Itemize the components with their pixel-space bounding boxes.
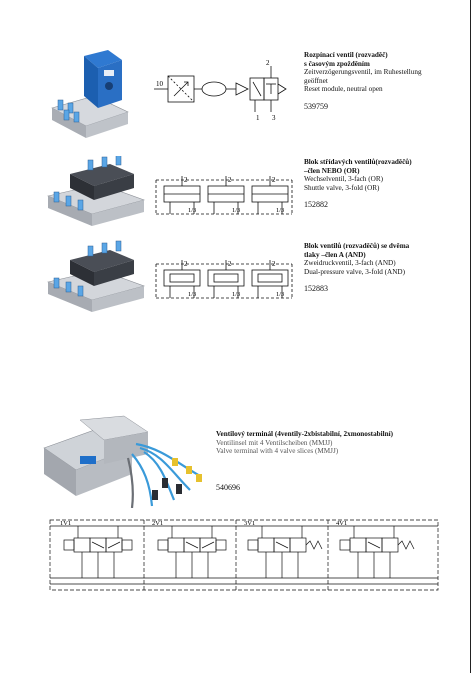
valve-label-3v1: 3V1 (244, 520, 255, 527)
port-2-label: 2 (272, 176, 276, 184)
entry-title-line: Rozpínací ventil (rozvaděč) (304, 51, 388, 59)
entry-desc-line: Dual-pressure valve, 3-fold (AND) (304, 267, 405, 276)
part-number: 152882 (304, 200, 328, 210)
entry-desc-line: Shuttle valve, 3-fold (OR) (304, 183, 380, 192)
port-1-3-label: 1/3 (276, 207, 284, 214)
port-2-label: 2 (184, 176, 188, 184)
valve-label-4v1: 4V1 (336, 520, 347, 527)
port-10-label: 10 (156, 80, 164, 88)
entry-desc-line: Zweidruckventil, 3-fach (AND) (304, 259, 396, 268)
reset-module-photo (51, 50, 129, 138)
entry-title-line: tlaky –člen A (AND) (304, 250, 366, 259)
port-1-3-label: 1/3 (188, 207, 196, 214)
entry-desc-line: Wechselventil, 3-fach (OR) (304, 175, 384, 184)
part-number: 539759 (304, 101, 328, 111)
shuttle-valve-symbol: 2 2 2 1/3 1/3 1/3 (155, 176, 293, 215)
entry-reset-module-text: Rozpínací ventil (rozvaděč) s časovým zp… (304, 51, 469, 112)
valve-terminal-photo (43, 415, 202, 508)
part-number: 540696 (216, 483, 240, 492)
port-1-label: 1 (256, 114, 260, 122)
entry-valve-terminal-text: Ventilový terminál (4ventily-2xbistabiln… (216, 430, 466, 456)
dual-pressure-symbol: 2 2 2 1/3 1/3 1/3 (155, 260, 293, 299)
port-3-label: 3 (272, 114, 276, 122)
port-2-label: 2 (228, 260, 232, 268)
dual-pressure-block-photo (47, 240, 145, 312)
entry-shuttle-valve-text: Blok střídavých ventilů(rozvaděčů) –člen… (304, 158, 469, 210)
valve-terminal-symbol: 1V1 2V1 3V1 4V1 (49, 519, 439, 591)
valve-label-2v1: 2V1 (152, 520, 163, 527)
port-1-3-label: 1/3 (276, 291, 284, 298)
port-2-label: 2 (272, 260, 276, 268)
entry-dual-pressure-text: Blok ventilů (rozvaděčů) se dvěma tlaky … (304, 242, 469, 294)
entry-title-line: –člen NEBO (OR) (304, 166, 360, 175)
port-2-label: 2 (184, 260, 188, 268)
entry-desc-line: Valve terminal with 4 valve slices (MMJJ… (216, 447, 339, 456)
entry-desc-line: Reset module, neutral open (304, 85, 383, 94)
entry-title-line: Blok ventilů (rozvaděčů) se dvěma (304, 242, 410, 250)
shuttle-valve-block-photo (47, 156, 145, 226)
port-2-label: 2 (266, 59, 270, 67)
part-number: 152883 (304, 284, 328, 294)
valve-label-1v1: 1V1 (60, 520, 71, 527)
entry-desc-line: Zeitverzögerungsventil, im Ruhestellung (304, 68, 422, 77)
port-1-3-label: 1/3 (232, 291, 240, 298)
reset-module-symbol: 10 2 1 3 (154, 59, 287, 122)
port-1-3-label: 1/3 (232, 207, 240, 214)
page-edge-line (470, 0, 471, 673)
port-1-3-label: 1/3 (188, 291, 196, 298)
entry-title-line: s časovým zpožděním (304, 59, 370, 68)
entry-desc-line: Ventilinsel mit 4 Ventilscheiben (MMJJ) (216, 438, 333, 447)
entry-title-line: Ventilový terminál (4ventily-2xbistabiln… (216, 430, 394, 438)
entry-desc-line: geöffnet (304, 76, 328, 85)
port-2-label: 2 (228, 176, 232, 184)
entry-title-line: Blok střídavých ventilů(rozvaděčů) (304, 158, 412, 166)
